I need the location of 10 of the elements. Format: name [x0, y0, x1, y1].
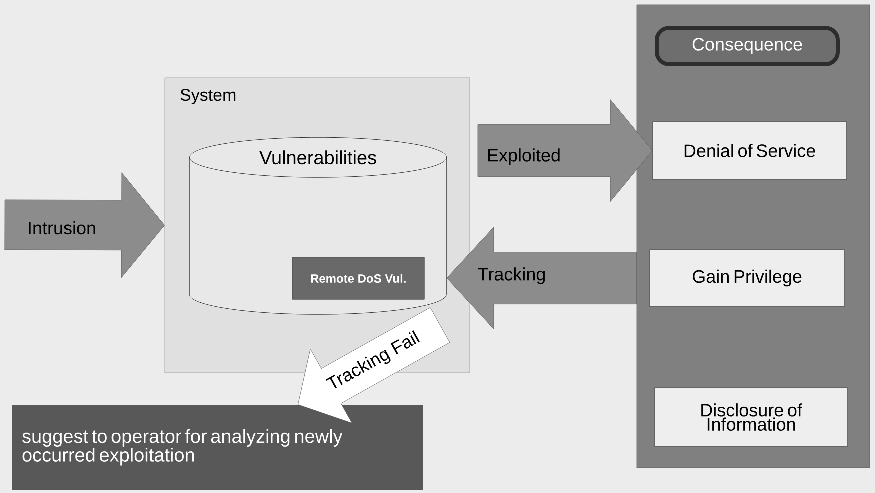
- heading-box: Consequence: [655, 26, 840, 66]
- block-arrow: [4, 172, 165, 278]
- outcome-box: Disclosure of Information: [654, 388, 848, 447]
- outcome-box: Gain Privilege: [650, 250, 845, 307]
- outcome-box: Denial of Service: [652, 122, 847, 180]
- edge-label: Tracking: [476, 266, 548, 286]
- label-box: Remote DoS Vul.: [292, 257, 425, 300]
- message-box: suggest to operator for analyzing newly occurred exploitation: [12, 405, 423, 490]
- edge-label: Intrusion: [26, 220, 98, 236]
- edge-label: Exploited: [486, 148, 562, 166]
